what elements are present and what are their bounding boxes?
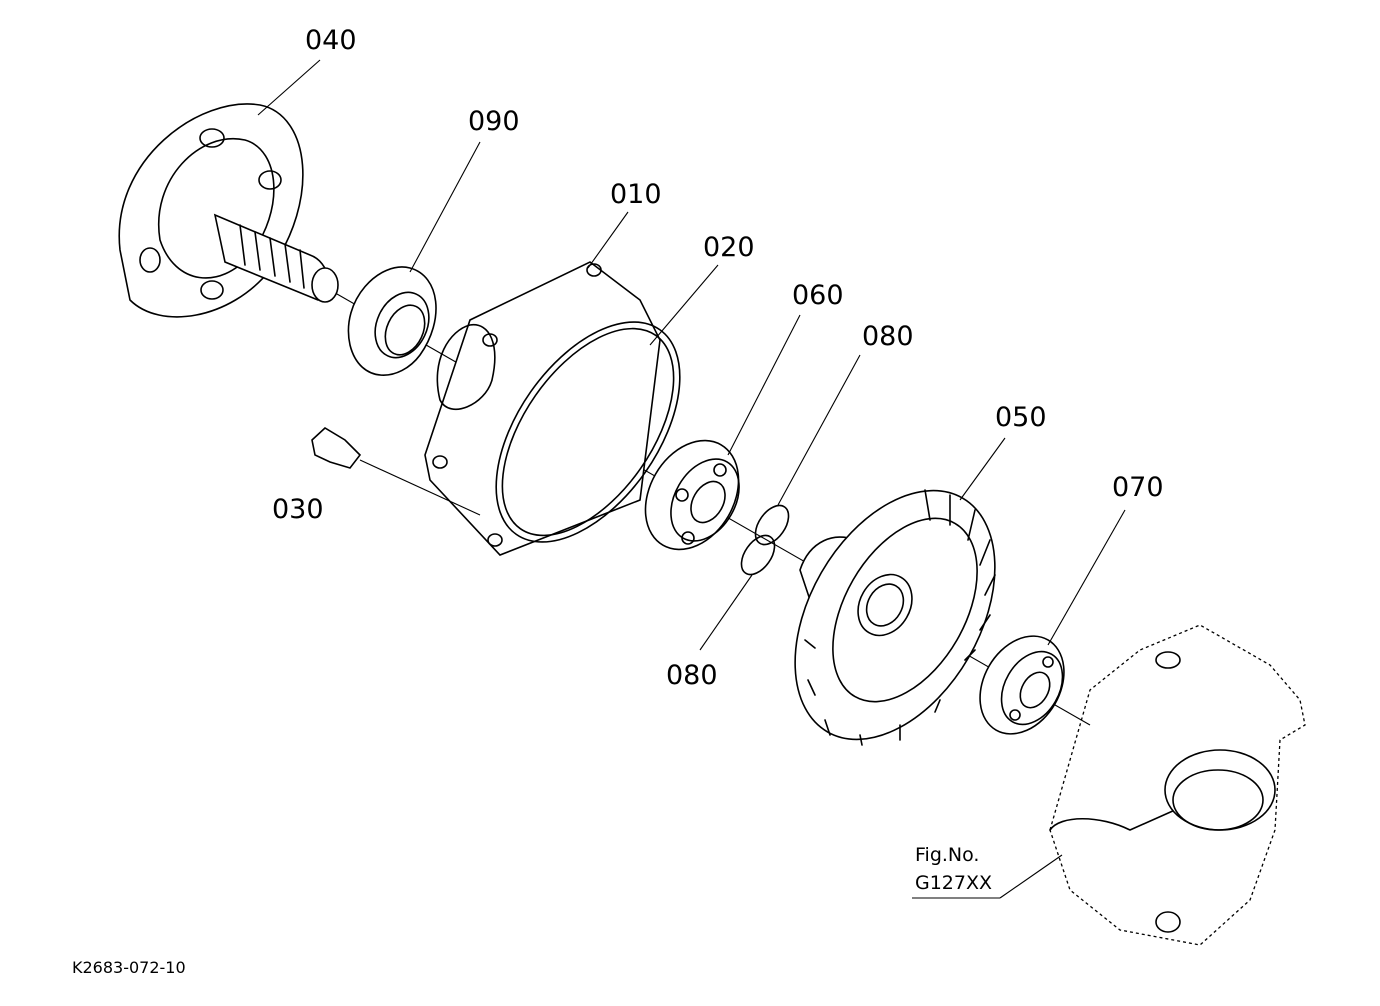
part-label-030: 030 [272, 494, 324, 525]
gear-case-housing-reference [1049, 624, 1306, 946]
part-050-bevel-gear[interactable] [754, 456, 1036, 775]
part-030-plug-bolt[interactable] [311, 427, 481, 516]
part-label-080-upper: 080 [862, 321, 914, 352]
part-label-040: 040 [305, 25, 357, 56]
part-label-020: 020 [703, 232, 755, 263]
part-090-oil-seal[interactable] [347, 266, 439, 376]
drawing-code: K2683-072-10 [72, 958, 186, 977]
part-label-010: 010 [610, 179, 662, 210]
figure-number-label: Fig.No. [915, 844, 980, 866]
part-label-070: 070 [1112, 472, 1164, 503]
leader-lines [257, 59, 1126, 899]
part-040-flange-shaft[interactable] [118, 103, 339, 318]
part-010-housing-cover[interactable] [424, 261, 661, 556]
part-label-060: 060 [792, 280, 844, 311]
figure-number-value: G127XX [915, 872, 993, 894]
part-070-ball-bearing[interactable] [963, 621, 1081, 749]
part-label-080-lower: 080 [666, 660, 718, 691]
part-080-snap-ring-lower[interactable] [735, 530, 782, 581]
part-080-snap-ring-upper[interactable] [749, 500, 796, 551]
part-020-o-ring[interactable] [459, 289, 717, 574]
part-label-090: 090 [468, 106, 520, 137]
part-label-050: 050 [995, 402, 1047, 433]
part-060-ball-bearing[interactable] [627, 424, 758, 566]
